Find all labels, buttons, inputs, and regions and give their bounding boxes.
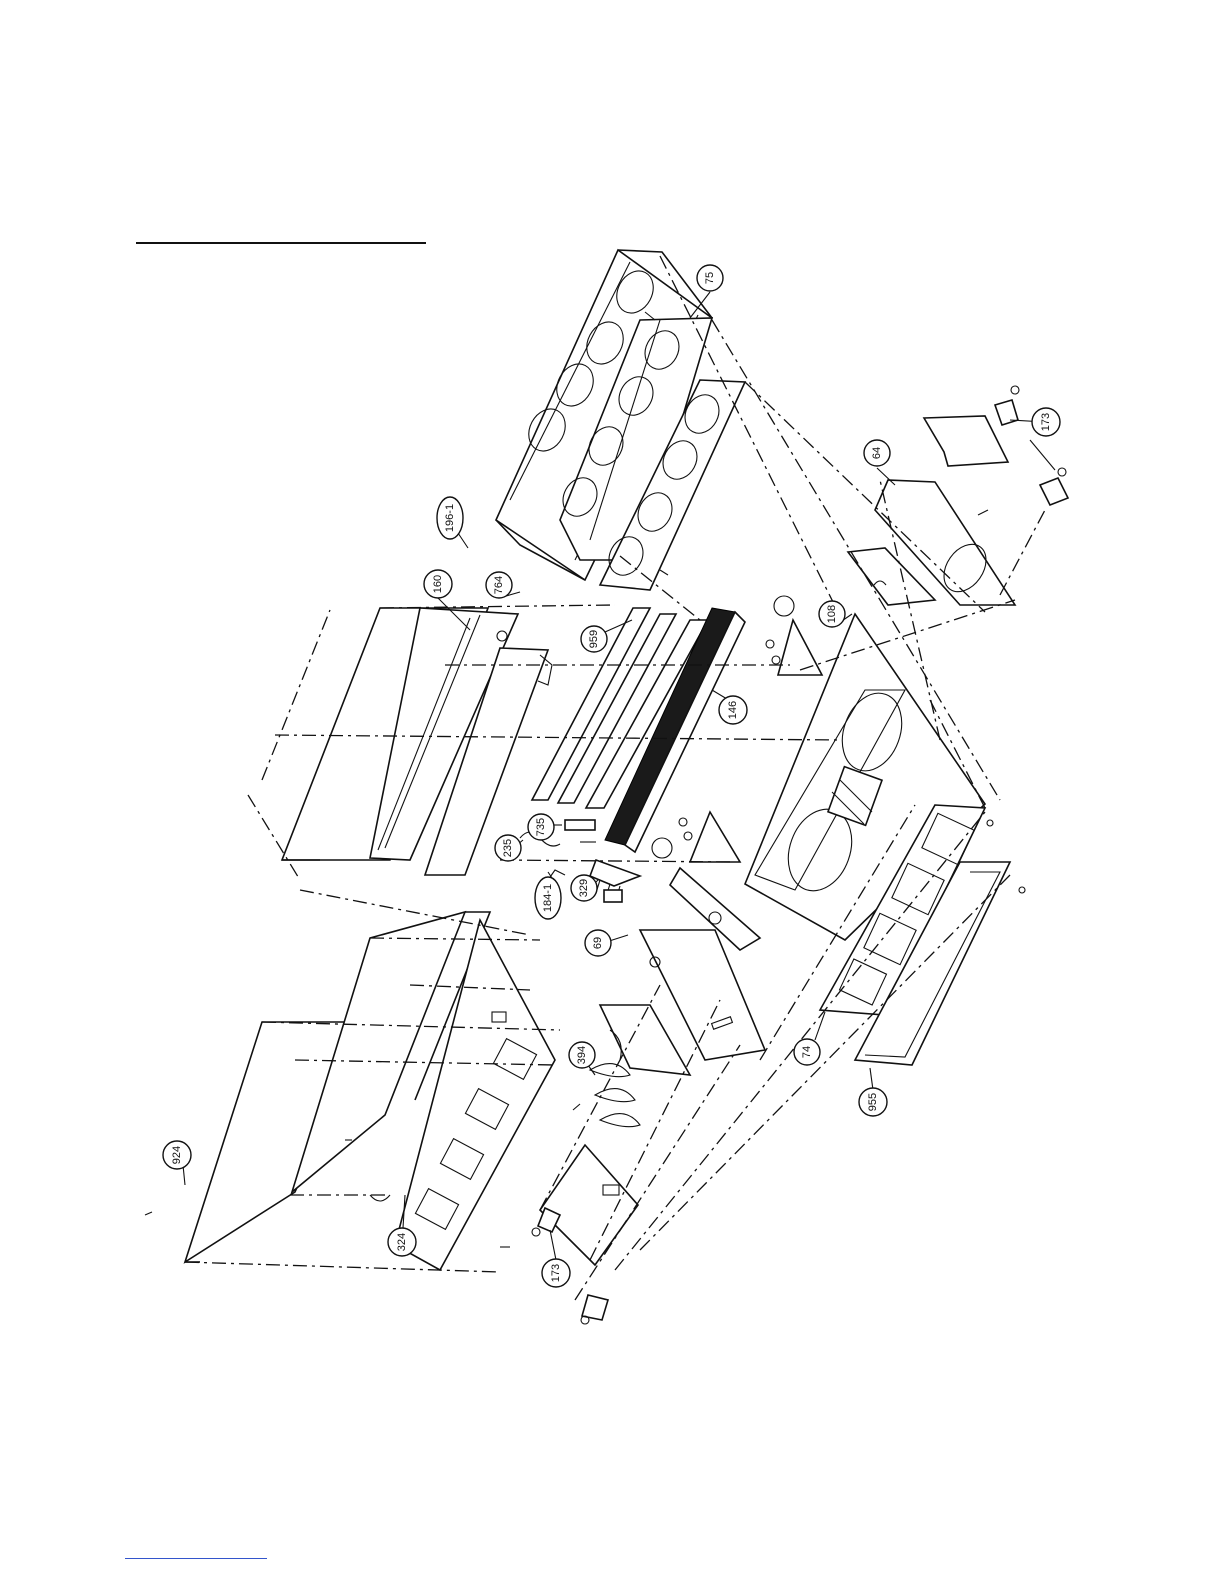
callout-75: 75 bbox=[697, 265, 723, 291]
callout-394: 394 bbox=[569, 1042, 595, 1068]
callout-160: 160 bbox=[424, 570, 452, 598]
callout-959: 959 bbox=[581, 626, 607, 652]
callout-108: 108 bbox=[819, 601, 845, 627]
callout-173-right: 173 bbox=[1032, 408, 1060, 436]
part-69-control-box bbox=[600, 868, 765, 1075]
svg-text:394: 394 bbox=[576, 1046, 588, 1064]
callout-329: 329 bbox=[571, 875, 597, 901]
callout-196-1: 196-1 bbox=[437, 497, 463, 539]
callout-324: 324 bbox=[388, 1228, 416, 1256]
svg-text:196-1: 196-1 bbox=[444, 504, 456, 532]
svg-text:173: 173 bbox=[1040, 413, 1052, 431]
svg-text:329: 329 bbox=[578, 879, 590, 897]
callout-74: 74 bbox=[794, 1039, 820, 1065]
svg-text:235: 235 bbox=[502, 839, 514, 857]
callout-735: 735 bbox=[528, 814, 554, 840]
part-173-brackets-right bbox=[924, 386, 1068, 505]
callout-955: 955 bbox=[859, 1088, 887, 1116]
svg-text:955: 955 bbox=[867, 1093, 879, 1111]
svg-text:160: 160 bbox=[432, 575, 444, 593]
callout-184-1: 184-1 bbox=[535, 877, 561, 919]
part-75-box-assembly bbox=[496, 250, 745, 590]
svg-text:64: 64 bbox=[871, 447, 883, 459]
part-64-end-panel bbox=[848, 480, 1015, 605]
svg-text:959: 959 bbox=[588, 630, 600, 648]
svg-text:764: 764 bbox=[493, 576, 505, 594]
callout-235: 235 bbox=[495, 835, 521, 861]
callout-924: 924 bbox=[163, 1141, 191, 1169]
svg-text:735: 735 bbox=[535, 818, 547, 836]
callout-64: 64 bbox=[864, 440, 890, 466]
callout-173-left: 173 bbox=[542, 1259, 570, 1287]
svg-text:74: 74 bbox=[801, 1046, 813, 1058]
callout-146: 146 bbox=[719, 696, 747, 724]
svg-text:924: 924 bbox=[171, 1146, 183, 1164]
callout-69: 69 bbox=[585, 930, 611, 956]
part-bottom-box bbox=[500, 1145, 638, 1324]
svg-text:75: 75 bbox=[704, 272, 716, 284]
callout-764: 764 bbox=[486, 572, 512, 598]
svg-text:69: 69 bbox=[592, 937, 604, 949]
part-394-clips bbox=[573, 1064, 640, 1127]
svg-text:108: 108 bbox=[826, 605, 838, 623]
svg-text:184-1: 184-1 bbox=[542, 884, 554, 912]
svg-text:324: 324 bbox=[396, 1233, 408, 1251]
svg-text:146: 146 bbox=[727, 701, 739, 719]
svg-text:173: 173 bbox=[550, 1264, 562, 1282]
